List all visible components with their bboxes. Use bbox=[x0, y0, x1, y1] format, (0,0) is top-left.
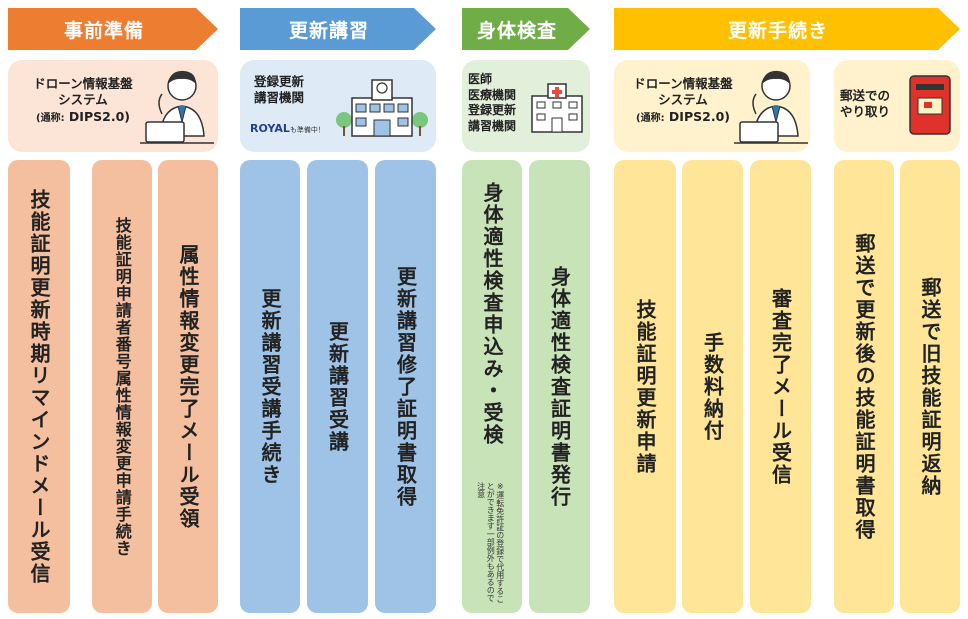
stage-renew-header: 更新手続き bbox=[614, 8, 960, 50]
mail-box: 郵送での やり取り bbox=[834, 60, 960, 152]
stage-prep-header: 事前準備 bbox=[8, 8, 218, 50]
medical-line1: 医師 bbox=[468, 72, 493, 86]
step-prep-1-text: 技能証明更新時期リマインドメール受信 bbox=[27, 188, 51, 585]
dips-line3-small: (通称: bbox=[36, 112, 65, 124]
dips-box-prep-text: ドローン情報基盤 システム (通称: DIPS2.0) bbox=[18, 76, 148, 125]
step-renew-3: 審査完了メール受信 bbox=[750, 160, 811, 613]
dips-line3: DIPS2.0) bbox=[64, 108, 130, 124]
step-prep-3: 属性情報変更完了メール受領 bbox=[158, 160, 218, 613]
dips2-line3: DIPS2.0) bbox=[664, 108, 730, 124]
school-building-icon bbox=[336, 79, 428, 137]
stage-renew-title: 更新手続き bbox=[727, 19, 828, 42]
course-institution-box: 登録更新 講習機関 ROYALも準備中！ bbox=[240, 60, 436, 152]
step-medical-1-text: 身体適性検査申込み・受検 bbox=[480, 182, 504, 446]
mail-line1: 郵送での bbox=[840, 88, 891, 103]
dips-line1: ドローン情報基盤 bbox=[33, 76, 133, 91]
royal-logo-note: も準備中！ bbox=[289, 126, 325, 134]
step-course-3: 更新講習修了証明書取得 bbox=[375, 160, 436, 613]
step-medical-2-text: 身体適性検査証明書発行 bbox=[547, 265, 572, 508]
course-line1: 登録更新 bbox=[254, 74, 305, 89]
hospital-icon bbox=[531, 83, 583, 133]
step-renew-1: 技能証明更新申請 bbox=[614, 160, 676, 613]
step-mail-1: 郵送で更新後の技能証明書取得 bbox=[834, 160, 894, 613]
medical-line4: 講習機関 bbox=[468, 118, 517, 133]
step-mail-1-text: 郵送で更新後の技能証明書取得 bbox=[852, 232, 876, 541]
person-laptop-icon bbox=[140, 70, 214, 144]
step-medical-1: 身体適性検査申込み・受検 ※運転免許証の登録で代用することができます一部例外もあ… bbox=[462, 160, 522, 613]
person-laptop-icon bbox=[734, 70, 808, 144]
stage-course-title: 更新講習 bbox=[288, 19, 369, 42]
step-renew-1-text: 技能証明更新申請 bbox=[633, 298, 657, 475]
stage-course-header: 更新講習 bbox=[240, 8, 436, 50]
course-box-text: 登録更新 講習機関 bbox=[254, 74, 304, 107]
course-line2: 講習機関 bbox=[254, 90, 305, 106]
step-course-1-text: 更新講習受講手続き bbox=[258, 287, 282, 486]
step-course-2: 更新講習受講 bbox=[307, 160, 368, 613]
step-mail-2: 郵送で旧技能証明返納 bbox=[900, 160, 960, 613]
dips2-line1: ドローン情報基盤 bbox=[633, 76, 733, 91]
step-course-2-text: 更新講習受講 bbox=[325, 320, 350, 453]
dips2-line2: システム bbox=[658, 92, 708, 108]
dips-line2: システム bbox=[58, 92, 108, 108]
mail-box-text: 郵送での やり取り bbox=[840, 88, 890, 121]
step-prep-2: 技能証明申請者番号属性情報変更申請手続き bbox=[92, 160, 152, 613]
dips-box-renew: ドローン情報基盤 システム (通称: DIPS2.0) bbox=[614, 60, 810, 152]
step-medical-2: 身体適性検査証明書発行 bbox=[529, 160, 590, 613]
step-renew-2-text: 手数料納付 bbox=[700, 331, 725, 442]
step-prep-2-text: 技能証明申請者番号属性情報変更申請手続き bbox=[112, 216, 132, 557]
stage-medical-header: 身体検査 bbox=[462, 8, 590, 50]
step-mail-2-text: 郵送で旧技能証明返納 bbox=[918, 276, 942, 497]
step-prep-1: 技能証明更新時期リマインドメール受信 bbox=[8, 160, 70, 613]
step-renew-3-text: 審査完了メール受信 bbox=[768, 287, 793, 486]
step-course-3-text: 更新講習修了証明書取得 bbox=[393, 265, 418, 508]
step-course-1: 更新講習受講手続き bbox=[240, 160, 300, 613]
mailbox-icon bbox=[909, 75, 951, 135]
medical-institution-box: 医師 医療機関 登録更新 講習機関 bbox=[462, 60, 590, 152]
royal-logo: ROYALも準備中！ bbox=[250, 122, 325, 135]
royal-logo-text: ROYAL bbox=[250, 122, 290, 135]
stage-prep-title: 事前準備 bbox=[63, 19, 144, 42]
mail-line2: やり取り bbox=[840, 104, 891, 120]
medical-line3: 登録更新 bbox=[468, 103, 517, 118]
medical-line2: 医療機関 bbox=[468, 87, 517, 102]
dips-box-prep: ドローン情報基盤 システム (通称: DIPS2.0) bbox=[8, 60, 218, 152]
step-prep-3-text: 属性情報変更完了メール受領 bbox=[176, 243, 200, 530]
medical-box-text: 医師 医療機関 登録更新 講習機関 bbox=[468, 72, 516, 134]
dips2-line3-small: (通称: bbox=[636, 112, 665, 124]
step-renew-2: 手数料納付 bbox=[682, 160, 743, 613]
stage-medical-title: 身体検査 bbox=[476, 19, 557, 42]
step-medical-note: ※運転免許証の登録で代用することができます一部例外もあるので注意 bbox=[476, 482, 505, 603]
dips-box-renew-text: ドローン情報基盤 システム (通称: DIPS2.0) bbox=[620, 76, 746, 125]
